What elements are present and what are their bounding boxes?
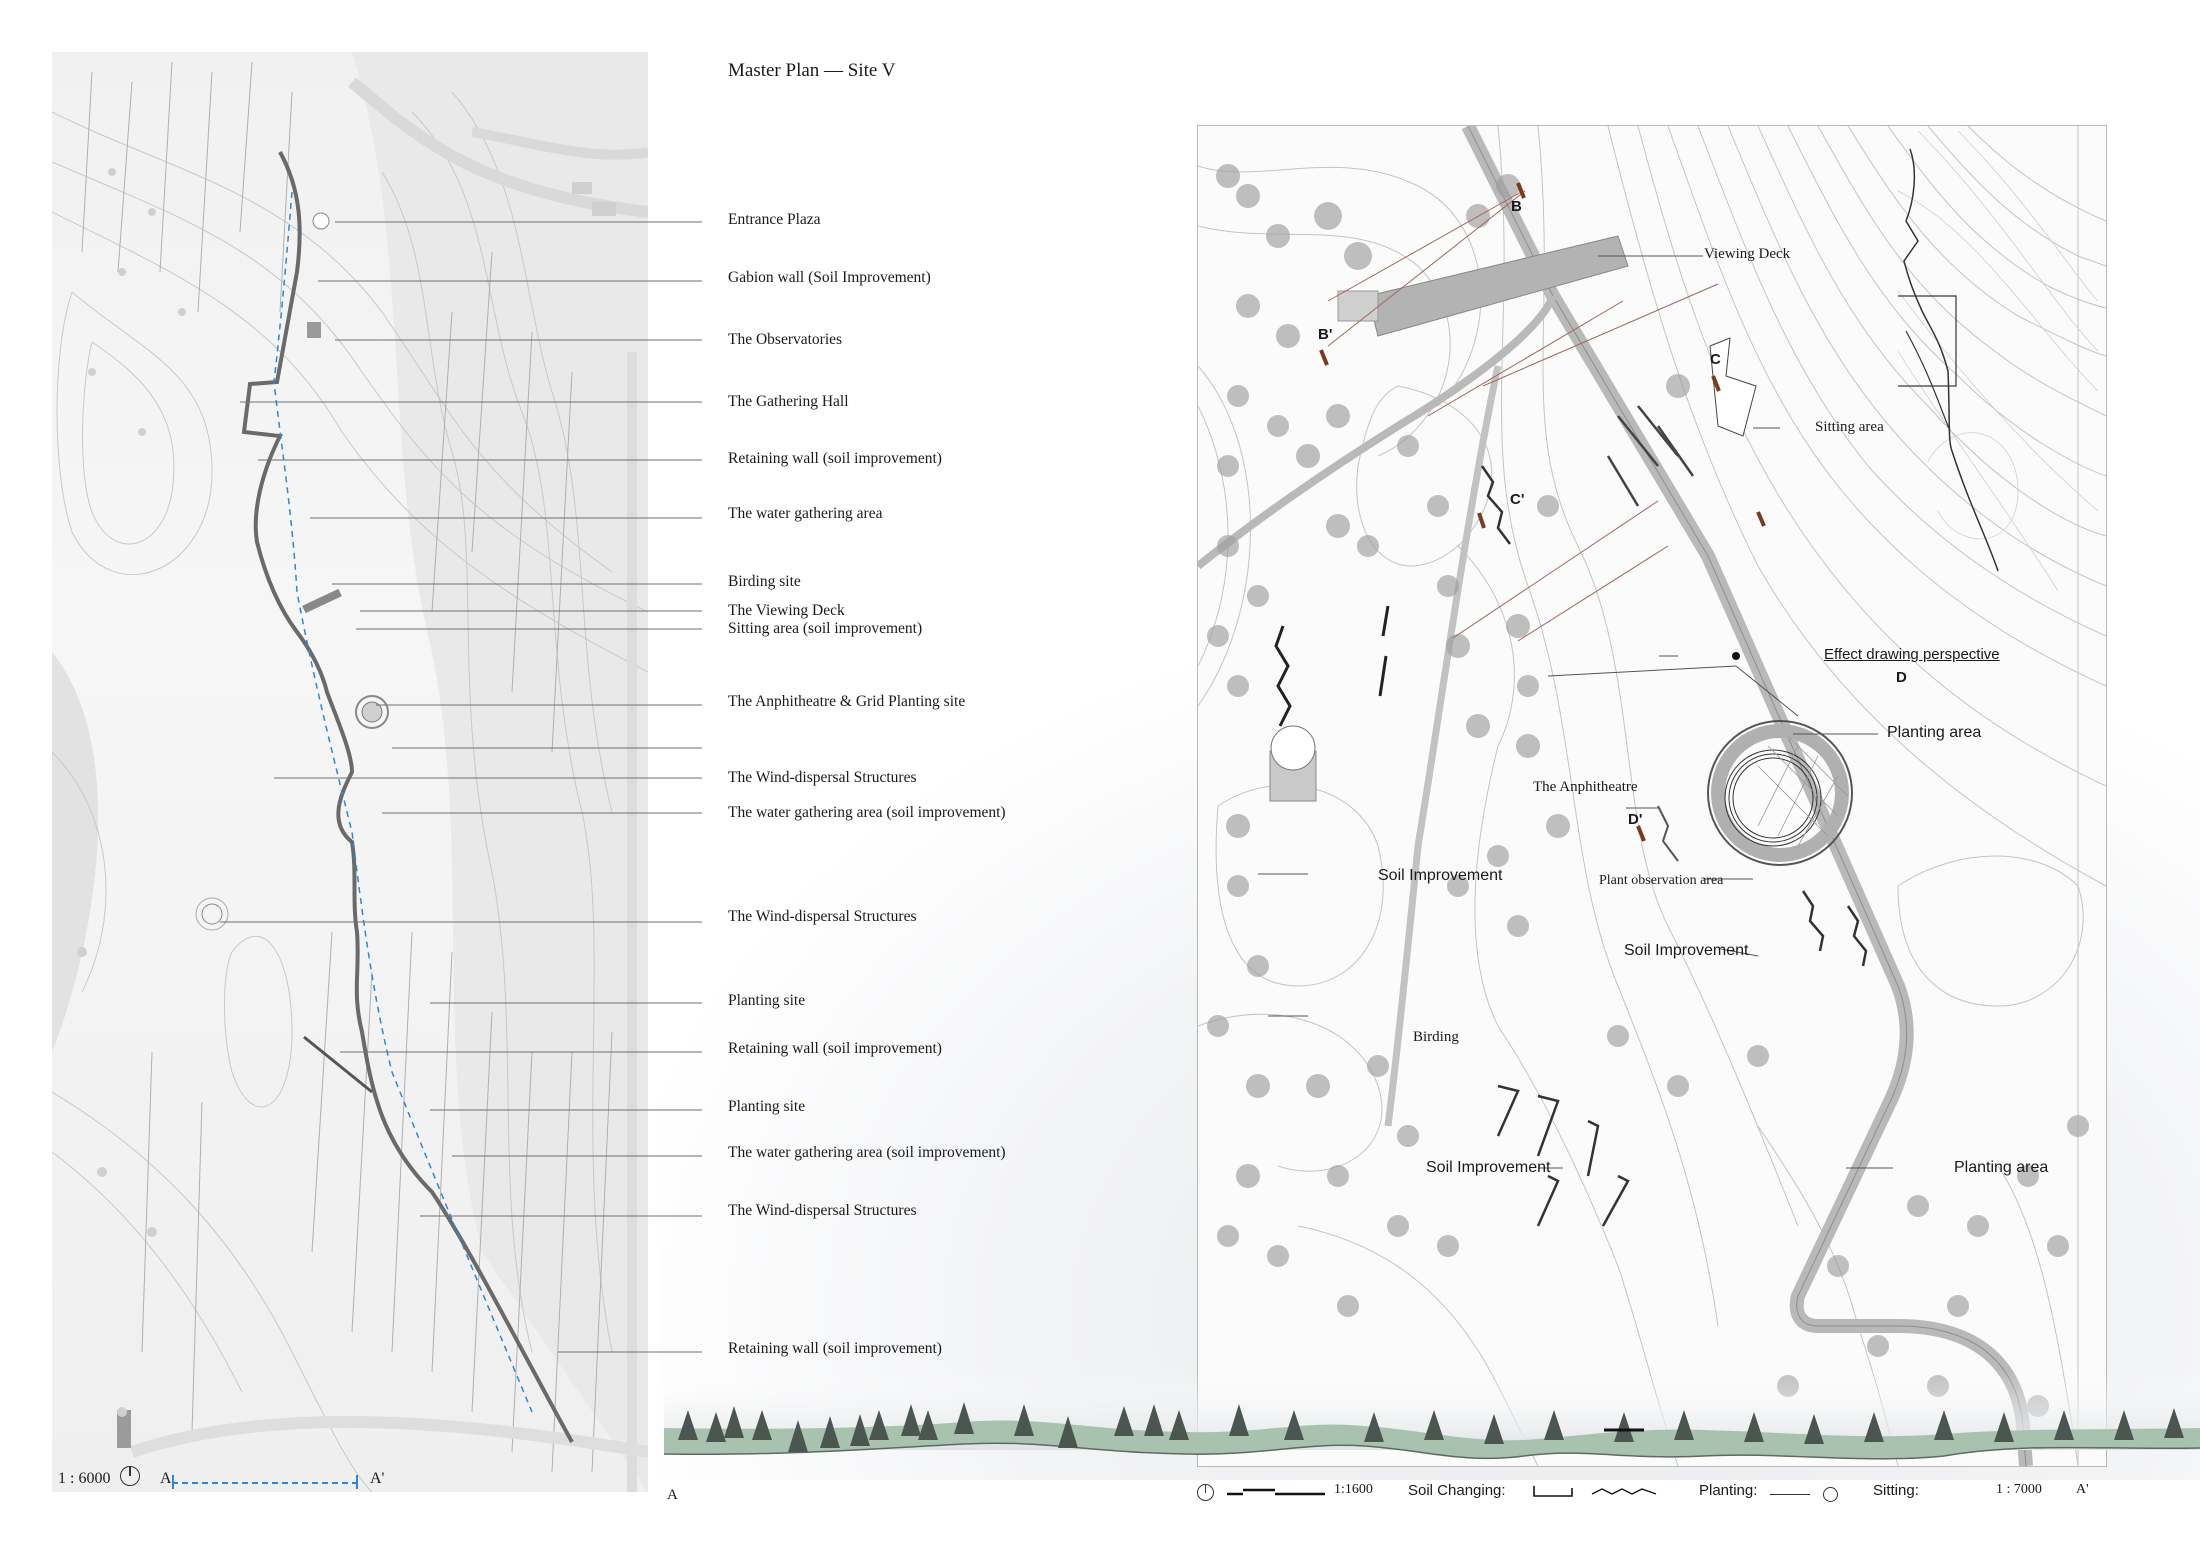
label-gabion-wall: Gabion wall (Soil Improvement)	[728, 269, 931, 286]
label-entrance-plaza: Entrance Plaza	[728, 211, 821, 228]
site-section-elevation: A	[663, 1370, 2200, 1503]
label-planting-area-bottom: Planting area	[1954, 1159, 2049, 1176]
legend-soil-changing-label: Soil Changing:	[1408, 1482, 1506, 1499]
inset-locator-map	[1898, 131, 2098, 591]
label-wind-dispersal-3: The Wind-dispersal Structures	[728, 1202, 917, 1219]
north-arrow-icon	[1197, 1484, 1214, 1501]
section-start-label: A	[160, 1470, 172, 1487]
label-viewing-deck-detail: Viewing Deck	[1704, 246, 1791, 262]
label-observatories: The Observatories	[728, 331, 843, 348]
planting-line-icon	[1770, 1494, 1810, 1495]
left-map-drawing	[52, 52, 648, 1492]
legend-planting-label: Planting:	[1699, 1482, 1758, 1499]
section-line-tick-start	[172, 1475, 174, 1489]
right-map-drawing	[1198, 126, 2106, 1466]
section-line-dashed	[172, 1482, 358, 1484]
label-plant-observation-area: Plant observation area	[1599, 873, 1724, 888]
legend-section-scale: 1 : 7000	[1996, 1482, 2042, 1497]
label-planting-site-2: Planting site	[728, 1098, 806, 1115]
section-marker-b: B	[1511, 198, 1522, 215]
label-effect-drawing-perspective: Effect drawing perspective	[1824, 646, 2000, 663]
label-gathering-hall: The Gathering Hall	[728, 393, 849, 410]
label-sitting-area-detail: Sitting area	[1815, 419, 1884, 435]
label-water-gathering-3: The water gathering area (soil improveme…	[728, 1144, 1006, 1161]
right-map-leaders	[1258, 255, 1893, 1169]
section-marker-c: C	[1710, 351, 1721, 368]
section-strip-start-label: A	[667, 1487, 678, 1503]
label-soil-improvement-mid: Soil Improvement	[1624, 942, 1749, 959]
label-wind-dispersal-2: The Wind-dispersal Structures	[728, 908, 917, 925]
label-water-gathering-2: The water gathering area (soil improveme…	[728, 804, 1006, 821]
label-planting-site-1: Planting site	[728, 992, 806, 1009]
scale-bar-icon	[1227, 1488, 1325, 1496]
north-arrow-icon	[120, 1466, 140, 1486]
section-marker-d: D	[1896, 669, 1907, 686]
label-anphitheatre-grid: The Anphitheatre & Grid Planting site	[728, 693, 966, 710]
section-end-label: A'	[370, 1470, 385, 1487]
label-viewing-deck: The Viewing Deck	[728, 602, 845, 619]
section-marker-c-prime: C'	[1510, 491, 1525, 508]
legend-sitting-label: Sitting:	[1873, 1482, 1919, 1499]
legend-section-end-label: A'	[2076, 1482, 2089, 1497]
label-soil-improvement-bottom: Soil Improvement	[1426, 1159, 1551, 1176]
legend-scale-label: 1:1600	[1334, 1482, 1373, 1497]
section-marker-d-prime: D'	[1628, 811, 1643, 828]
label-planting-area-anphitheatre: Planting area	[1887, 724, 1982, 741]
label-soil-improvement-left: Soil Improvement	[1378, 867, 1503, 884]
label-anphitheatre-detail: The Anphitheatre	[1533, 779, 1638, 795]
section-line-tick-end	[356, 1475, 358, 1489]
section-drawing	[663, 1370, 2200, 1460]
left-site-map: 1 : 6000 A A'	[52, 52, 648, 1492]
soil-bracket-icon	[1533, 1486, 1573, 1497]
soil-zigzag-icon	[1591, 1488, 1657, 1495]
label-sitting-area: Sitting area (soil improvement)	[728, 620, 923, 637]
label-water-gathering-1: The water gathering area	[728, 505, 883, 522]
section-marker-b-prime: B'	[1318, 326, 1333, 343]
leader-lines	[220, 221, 702, 1353]
label-wind-dispersal-1: The Wind-dispersal Structures	[728, 769, 917, 786]
label-birding-detail: Birding	[1413, 1029, 1459, 1045]
planting-circle-icon	[1823, 1487, 1838, 1502]
label-retaining-wall-3: Retaining wall (soil improvement)	[728, 1340, 942, 1357]
page-title: Master Plan — Site V	[728, 60, 896, 81]
label-birding-site: Birding site	[728, 573, 801, 590]
right-detail-map: B B' C C' D D' Viewing Deck Sitting area…	[1197, 125, 2107, 1467]
left-map-scale: 1 : 6000	[58, 1470, 111, 1487]
label-retaining-wall-2: Retaining wall (soil improvement)	[728, 1040, 942, 1057]
label-retaining-wall-1: Retaining wall (soil improvement)	[728, 450, 942, 467]
